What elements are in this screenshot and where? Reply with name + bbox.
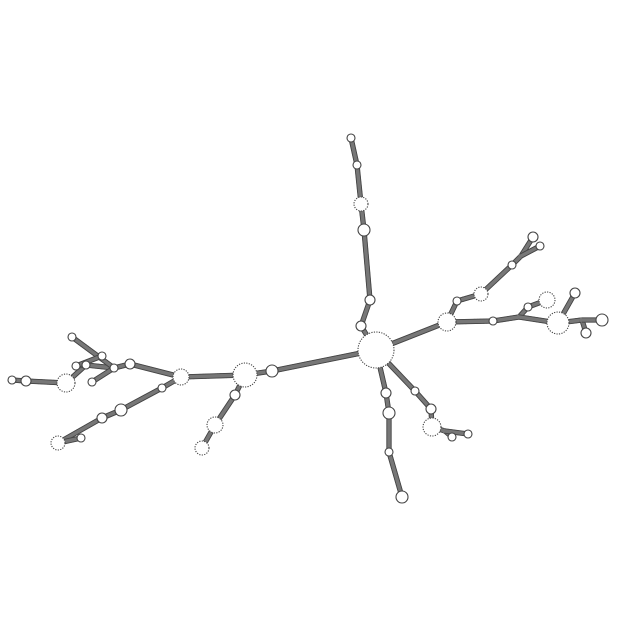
helix-base-pairs <box>386 449 405 500</box>
helix-strand <box>129 365 181 380</box>
internal-loop <box>546 311 570 335</box>
hairpin-loop <box>569 287 581 299</box>
hairpin-loop <box>384 447 394 457</box>
hairpin-loop <box>382 406 396 420</box>
helix-group <box>9 135 605 500</box>
hairpin-loop <box>580 327 592 339</box>
helix-strand <box>74 353 102 365</box>
hairpin-loop <box>507 260 517 270</box>
hairpin-loop <box>7 375 17 385</box>
hairpin-loop <box>527 231 539 243</box>
hairpin-loop <box>364 294 376 306</box>
helix-base-pairs <box>69 334 117 371</box>
hairpin-loop <box>357 223 371 237</box>
hairpin-loop <box>81 360 91 370</box>
internal-loop <box>56 373 76 393</box>
helix-strand <box>348 138 356 166</box>
hairpin-loop <box>124 358 136 370</box>
hairpin-loop <box>463 429 473 439</box>
helix-strand <box>90 365 114 381</box>
multi-loop <box>357 331 395 369</box>
loop-group <box>7 133 609 504</box>
hairpin-loop <box>488 316 498 326</box>
hairpin-loop <box>535 241 545 251</box>
helix-strand <box>92 369 116 385</box>
helix-strand <box>390 450 405 497</box>
hairpin-loop <box>425 403 437 415</box>
hairpin-loop <box>523 302 533 312</box>
hairpin-loop <box>76 433 86 443</box>
internal-loop <box>172 368 190 386</box>
helix-strand <box>130 361 182 376</box>
hairpin-loop <box>452 296 462 306</box>
helix-strand <box>361 229 369 301</box>
helix-strand <box>70 338 114 371</box>
hairpin-loop <box>71 361 81 371</box>
helix-strand <box>121 389 164 413</box>
helix-strand <box>56 415 102 442</box>
hairpin-loop <box>229 389 241 401</box>
helix-strand <box>479 262 511 293</box>
internal-loop <box>194 440 210 456</box>
internal-loop <box>353 196 369 212</box>
hairpin-loop <box>595 313 609 327</box>
helix-strand <box>365 229 373 301</box>
helix-strand <box>386 452 401 499</box>
hairpin-loop <box>346 133 356 143</box>
helix-strand <box>492 314 520 320</box>
hairpin-loop <box>20 375 32 387</box>
internal-loop <box>538 291 556 309</box>
hairpin-loop <box>380 387 392 399</box>
helix-base-pairs <box>118 385 165 413</box>
hairpin-loop <box>67 332 77 342</box>
hairpin-loop <box>447 432 457 442</box>
hairpin-loop <box>114 403 128 417</box>
internal-loop <box>473 286 489 302</box>
hairpin-loop <box>355 320 367 332</box>
helix-base-pairs <box>127 361 184 380</box>
helix-base-pairs <box>348 135 360 168</box>
hairpin-loop <box>109 363 119 373</box>
helix-strand <box>492 318 520 324</box>
hairpin-loop <box>395 490 409 504</box>
hairpin-loop <box>157 383 167 393</box>
helix-strand <box>72 334 116 367</box>
hairpin-loop <box>87 377 97 387</box>
internal-loop <box>422 417 442 437</box>
hairpin-loop <box>352 160 362 170</box>
internal-loop <box>206 416 224 434</box>
helix-base-pairs <box>73 353 105 369</box>
helix-strand <box>352 137 360 165</box>
internal-loop <box>437 312 457 332</box>
hairpin-loop <box>96 412 108 424</box>
helix-base-pairs <box>361 227 373 303</box>
hairpin-loop <box>97 351 107 361</box>
multi-loop <box>232 362 258 388</box>
hairpin-loop <box>265 364 279 378</box>
hairpin-loop <box>410 386 420 396</box>
internal-loop <box>50 435 66 451</box>
helix-strand <box>119 385 162 409</box>
